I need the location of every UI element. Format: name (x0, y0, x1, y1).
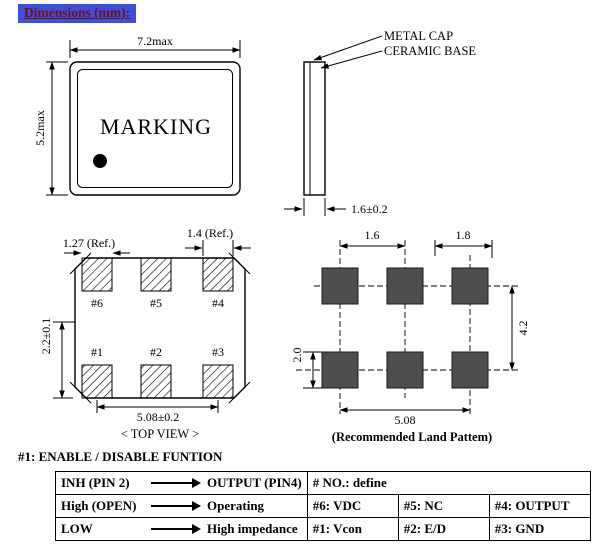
package-top-view: MARKING 7.2max 5.2max (33, 34, 241, 196)
dim-5-08-label: 5.08 (395, 413, 416, 427)
pad-width-right-dim-label: 1.4 (Ref.) (187, 226, 233, 240)
height-dim-label: 5.2max (33, 110, 47, 146)
dim-1-6-label: 1.6 (365, 228, 380, 242)
land-pattern: 1.6 1.8 4.2 2.0 5.08 (Recommended Land P… (290, 228, 530, 444)
bottom-view-caption: < TOP VIEW > (121, 427, 199, 441)
package-side-view: METAL CAP CERAMIC BASE 1.6±0.2 (284, 29, 476, 216)
function-note: #1: ENABLE / DISABLE FUNTION (18, 449, 223, 464)
horizontal-dim-label: 5.08±0.2 (137, 410, 180, 424)
land-pad (321, 267, 359, 305)
output-state: High impedance (207, 521, 298, 536)
table-row-high: High (OPEN) Operating #6: VDC #5: NC #4:… (55, 494, 591, 518)
dim-5-08: 5.08 (339, 407, 471, 427)
dim-4-2-label: 4.2 (516, 321, 530, 336)
pad-1 (81, 364, 113, 399)
pin-cell: #2: E/D (397, 517, 490, 541)
pad-width-dimension: 1.27 (Ref.) (63, 236, 130, 256)
arrow-right-icon (151, 501, 201, 511)
pad-6 (81, 257, 113, 292)
pin-cell: #6: VDC (306, 494, 399, 518)
pad-2-label: #2 (150, 345, 162, 359)
land-pads (321, 267, 489, 389)
pad-1-label: #1 (91, 345, 103, 359)
corner-ticks (69, 252, 251, 404)
output-state: Operating (207, 498, 265, 513)
thickness-dimension: 1.6±0.2 (284, 198, 388, 216)
pad-4-label: #4 (212, 296, 224, 310)
pin-cell: #5: NC (397, 494, 490, 518)
page-title: Dimensions (mm): (18, 4, 137, 23)
pad-width-right-dimension: 1.4 (Ref.) (185, 226, 251, 256)
dim-4-2: 4.2 (509, 285, 530, 371)
vertical-dim-label: 2.2±0.1 (39, 318, 53, 355)
height-dimension: 5.2max (33, 61, 68, 196)
pad-5 (140, 257, 172, 292)
horizontal-dimension: 5.08±0.2 (96, 400, 219, 424)
land-pad (386, 351, 424, 389)
width-dim-label: 7.2max (137, 34, 173, 48)
land-pad (451, 267, 489, 305)
bottom-pads (81, 257, 234, 399)
side-outline (303, 61, 326, 196)
pad-6-label: #6 (91, 296, 103, 310)
vertical-dimension: 2.2±0.1 (39, 318, 75, 399)
pin-define-cell: # NO.: define (306, 471, 591, 495)
pad-3-label: #3 (212, 345, 224, 359)
pad-width-dim-label: 1.27 (Ref.) (63, 236, 115, 250)
dim-2-0: 2.0 (290, 348, 322, 389)
package-inner-outline (77, 69, 233, 188)
dim-2-0-label: 2.0 (290, 348, 304, 363)
pin-cell: #1: Vcon (306, 517, 399, 541)
pad-3 (202, 364, 234, 399)
land-pattern-caption: (Recommended Land Pattem) (332, 430, 492, 444)
table-row-inh: INH (PIN 2) OUTPUT (PIN4) # NO.: define (55, 471, 591, 495)
ceramic-base-label: CERAMIC BASE (384, 44, 476, 58)
pad-5-label: #5 (150, 296, 162, 310)
input-state: High (OPEN) (61, 498, 137, 513)
pad-4 (202, 257, 234, 292)
pin-cell: #3: GND (488, 517, 591, 541)
width-dimension: 7.2max (69, 34, 241, 58)
pad-2 (140, 364, 172, 399)
package-bottom-view: #6 #5 #4 #1 #2 #3 1.27 (Ref.) 1.4 (Ref.)… (39, 226, 251, 441)
dim-1-8: 1.8 (434, 228, 493, 258)
function-table: INH (PIN 2) OUTPUT (PIN4) # NO.: define … (55, 471, 591, 541)
dim-1-6: 1.6 (339, 228, 406, 249)
metal-cap-label: METAL CAP (384, 29, 453, 43)
package-outline (69, 61, 241, 196)
input-state: LOW (61, 521, 93, 536)
arrow-right-icon (151, 478, 201, 488)
land-pad (321, 351, 359, 389)
pin-cell: #4: OUTPUT (488, 494, 591, 518)
input-state: INH (PIN 2) (61, 475, 130, 490)
output-state: OUTPUT (PIN4) (207, 475, 302, 490)
table-row-low: LOW High impedance #1: Vcon #2: E/D #3: … (55, 517, 591, 541)
land-pad (386, 267, 424, 305)
land-pad (451, 351, 489, 389)
dimension-drawings: MARKING 7.2max 5.2max METAL CAP CERAMIC … (33, 29, 530, 444)
arrow-right-icon (151, 524, 201, 534)
pin1-dot (93, 154, 107, 168)
marking-text: MARKING (100, 114, 212, 139)
dim-1-8-label: 1.8 (456, 228, 471, 242)
thickness-dim-label: 1.6±0.2 (351, 202, 388, 216)
